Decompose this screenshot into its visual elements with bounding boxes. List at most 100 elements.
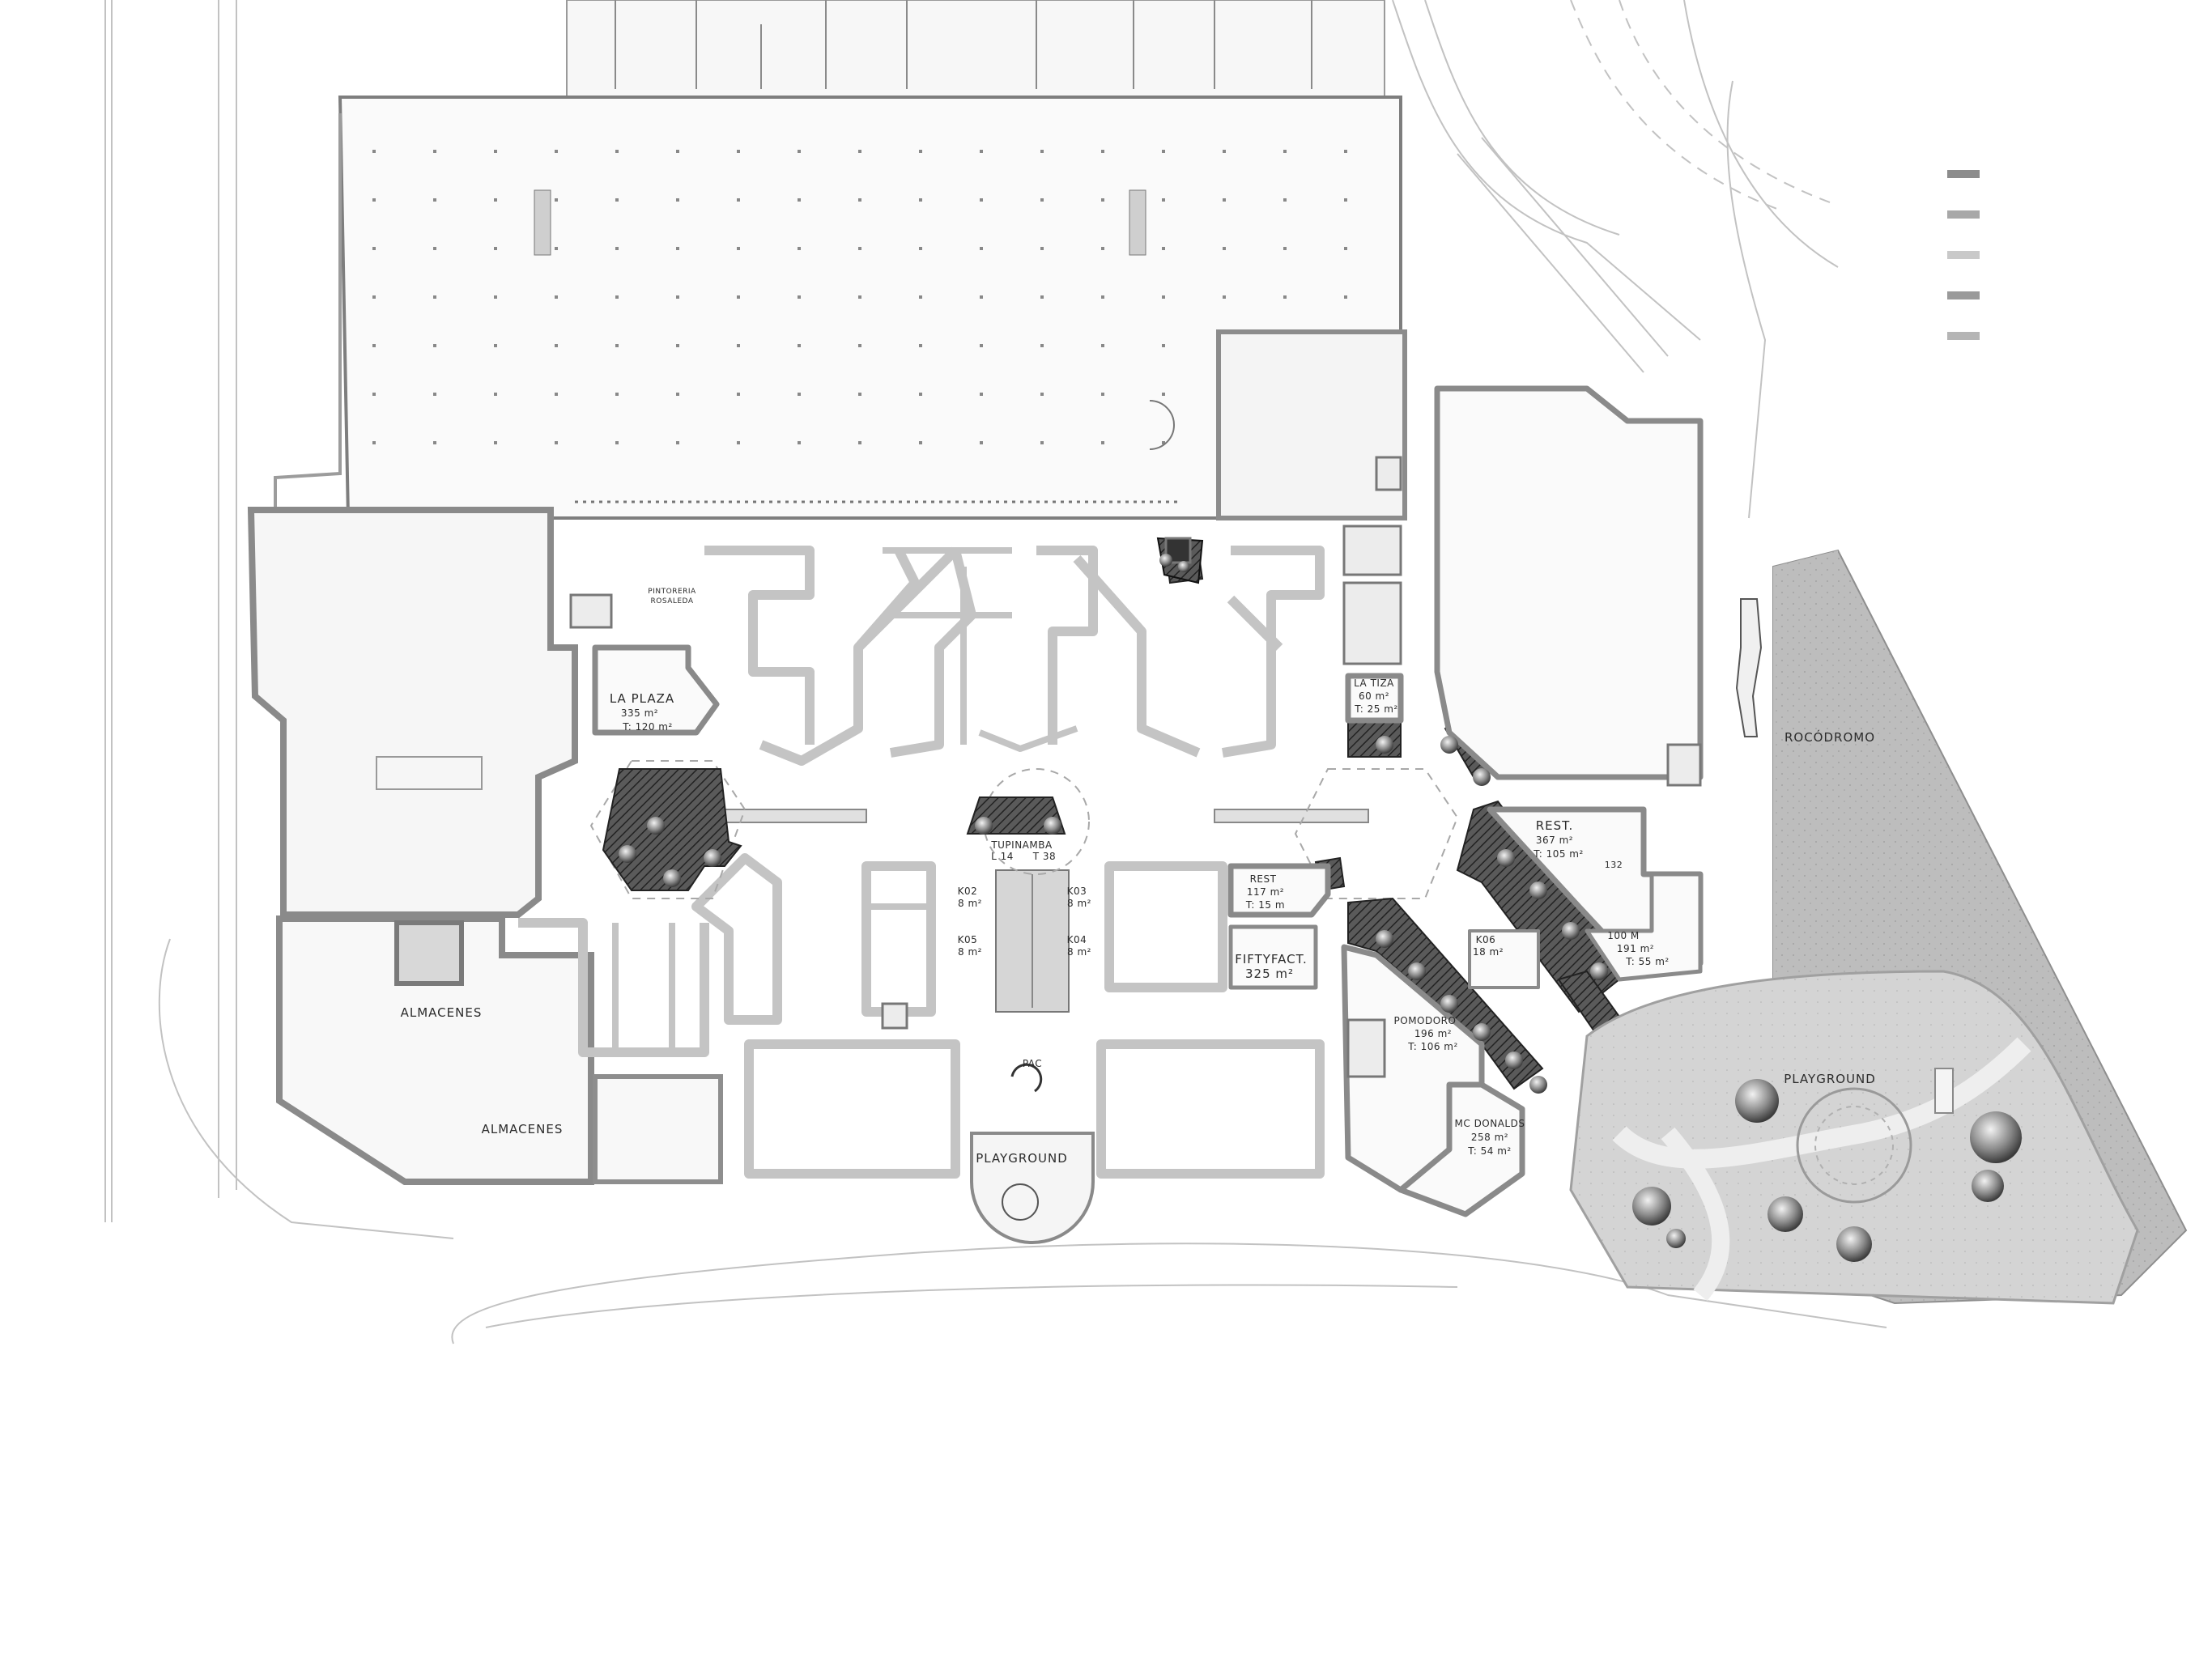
la-plaza-unit [592,644,720,736]
planter-icon [1044,817,1061,835]
parking-column [980,150,983,153]
label-la-plaza-name: LA PLAZA [610,691,674,706]
parking-column [372,247,376,250]
ramp-road-4 [1481,137,1669,357]
parking-column [494,150,497,153]
tree-icon [1972,1170,2004,1202]
ramp-road-1 [1392,0,1701,341]
label-rest-117-area: 117 m² [1247,886,1284,898]
tree-icon [1735,1079,1779,1123]
parking-column [919,393,922,396]
parking-column [433,295,436,299]
label-k06-area: 18 m² [1473,946,1504,958]
restaurant-units [592,385,1704,1217]
parking-column [1223,247,1226,250]
planter-icon [1473,1023,1491,1041]
label-mcdonalds-terrace: T: 54 m² [1467,1145,1511,1157]
label-pomodoro-name: POMODORO [1394,1015,1457,1026]
parking-column [372,393,376,396]
parking-column [1101,441,1104,444]
corridor-wall-5 [1036,546,1098,745]
parking-column [676,295,679,299]
corridor-wall-8 [1227,595,1283,652]
parking-column [980,247,983,250]
tree-icon [1767,1196,1803,1232]
label-rest-367-name: REST. [1536,818,1574,833]
label-almacenes-2: ALMACENES [482,1122,564,1136]
parking-column [1162,344,1165,347]
parking-column [798,441,801,444]
planter-icon [704,849,721,867]
parking-column [798,150,801,153]
corridor-wall-4 [854,546,959,652]
parking-column [1223,198,1226,202]
parking-column [555,247,558,250]
corridor-wall-lower-6 [1096,1039,1325,1179]
parking-column [1040,344,1044,347]
central-playground [970,1063,1095,1244]
parking-column [858,441,861,444]
label-la-plaza-terrace: T: 120 m² [622,721,673,733]
label-tupinamba-t: T 38 [1032,851,1056,862]
mcdonalds-unit [1397,1081,1525,1217]
parking-column [980,393,983,396]
label-100m-area: 191 m² [1617,943,1654,954]
upper-right-unit [1216,329,1407,520]
parking-column [676,393,679,396]
parking-column [1344,247,1347,250]
corridor-wall-lower-3 [1104,861,1227,992]
tree-icon [1666,1229,1686,1248]
parking-column [494,441,497,444]
parking-column [555,441,558,444]
parking-column [494,198,497,202]
label-rest-367-terrace: T: 105 m² [1533,848,1584,860]
dashed-road-1 [1570,0,1782,211]
parking-column [1040,295,1044,299]
ramp-road-3 [1457,153,1644,373]
100m-unit [1585,872,1703,982]
park-area [1159,549,2188,1305]
corridor-wall-lower-5 [744,1039,960,1179]
label-k05-name: K05 [958,934,978,945]
parking-column [1040,441,1044,444]
parking-column [980,198,983,202]
label-pomodoro-area: 196 m² [1414,1028,1452,1039]
legend-swatch [1947,210,1980,219]
east-road [1683,0,1839,268]
parking-column [858,198,861,202]
parking-column [615,344,619,347]
park-trees [1159,554,2022,1262]
parking-column [919,441,922,444]
label-la-tiza-area: 60 m² [1359,690,1389,702]
dashed-road-2 [1619,0,1831,203]
parking-column [494,247,497,250]
fiftyfact-unit [1228,924,1318,990]
label-almacenes-1: ALMACENES [401,1005,483,1020]
parking-column [1040,150,1044,153]
label-k06-name: K06 [1476,934,1496,945]
parking-column [858,295,861,299]
label-pomodoro-terrace: T: 106 m² [1407,1041,1458,1052]
label-fiftyfact-name: FIFTYFACT. [1235,952,1308,966]
parking-column [615,247,619,250]
label-mcdonalds-name: MC DONALDS [1455,1118,1525,1129]
tree-icon [1836,1226,1872,1262]
west-anchor [247,507,723,1185]
parking-column [555,295,558,299]
ramp-road-2 [1424,0,1620,236]
parking-column [858,393,861,396]
label-playground-park: PLAYGROUND [1784,1072,1876,1086]
planter-icon [1590,962,1608,980]
escalator-right [1129,189,1146,256]
label-pac: PAC [1023,1058,1042,1069]
escalator-bands [720,809,1369,1013]
label-la-tiza-terrace: T: 25 m² [1354,703,1397,715]
escalator-left [534,189,551,256]
parking-column [858,344,861,347]
planter-icon [1529,881,1547,899]
label-playground-center: PLAYGROUND [976,1151,1068,1166]
parking-column [676,247,679,250]
label-k03-area: 8 m² [1067,898,1091,909]
playground-ring [1796,1087,1912,1204]
